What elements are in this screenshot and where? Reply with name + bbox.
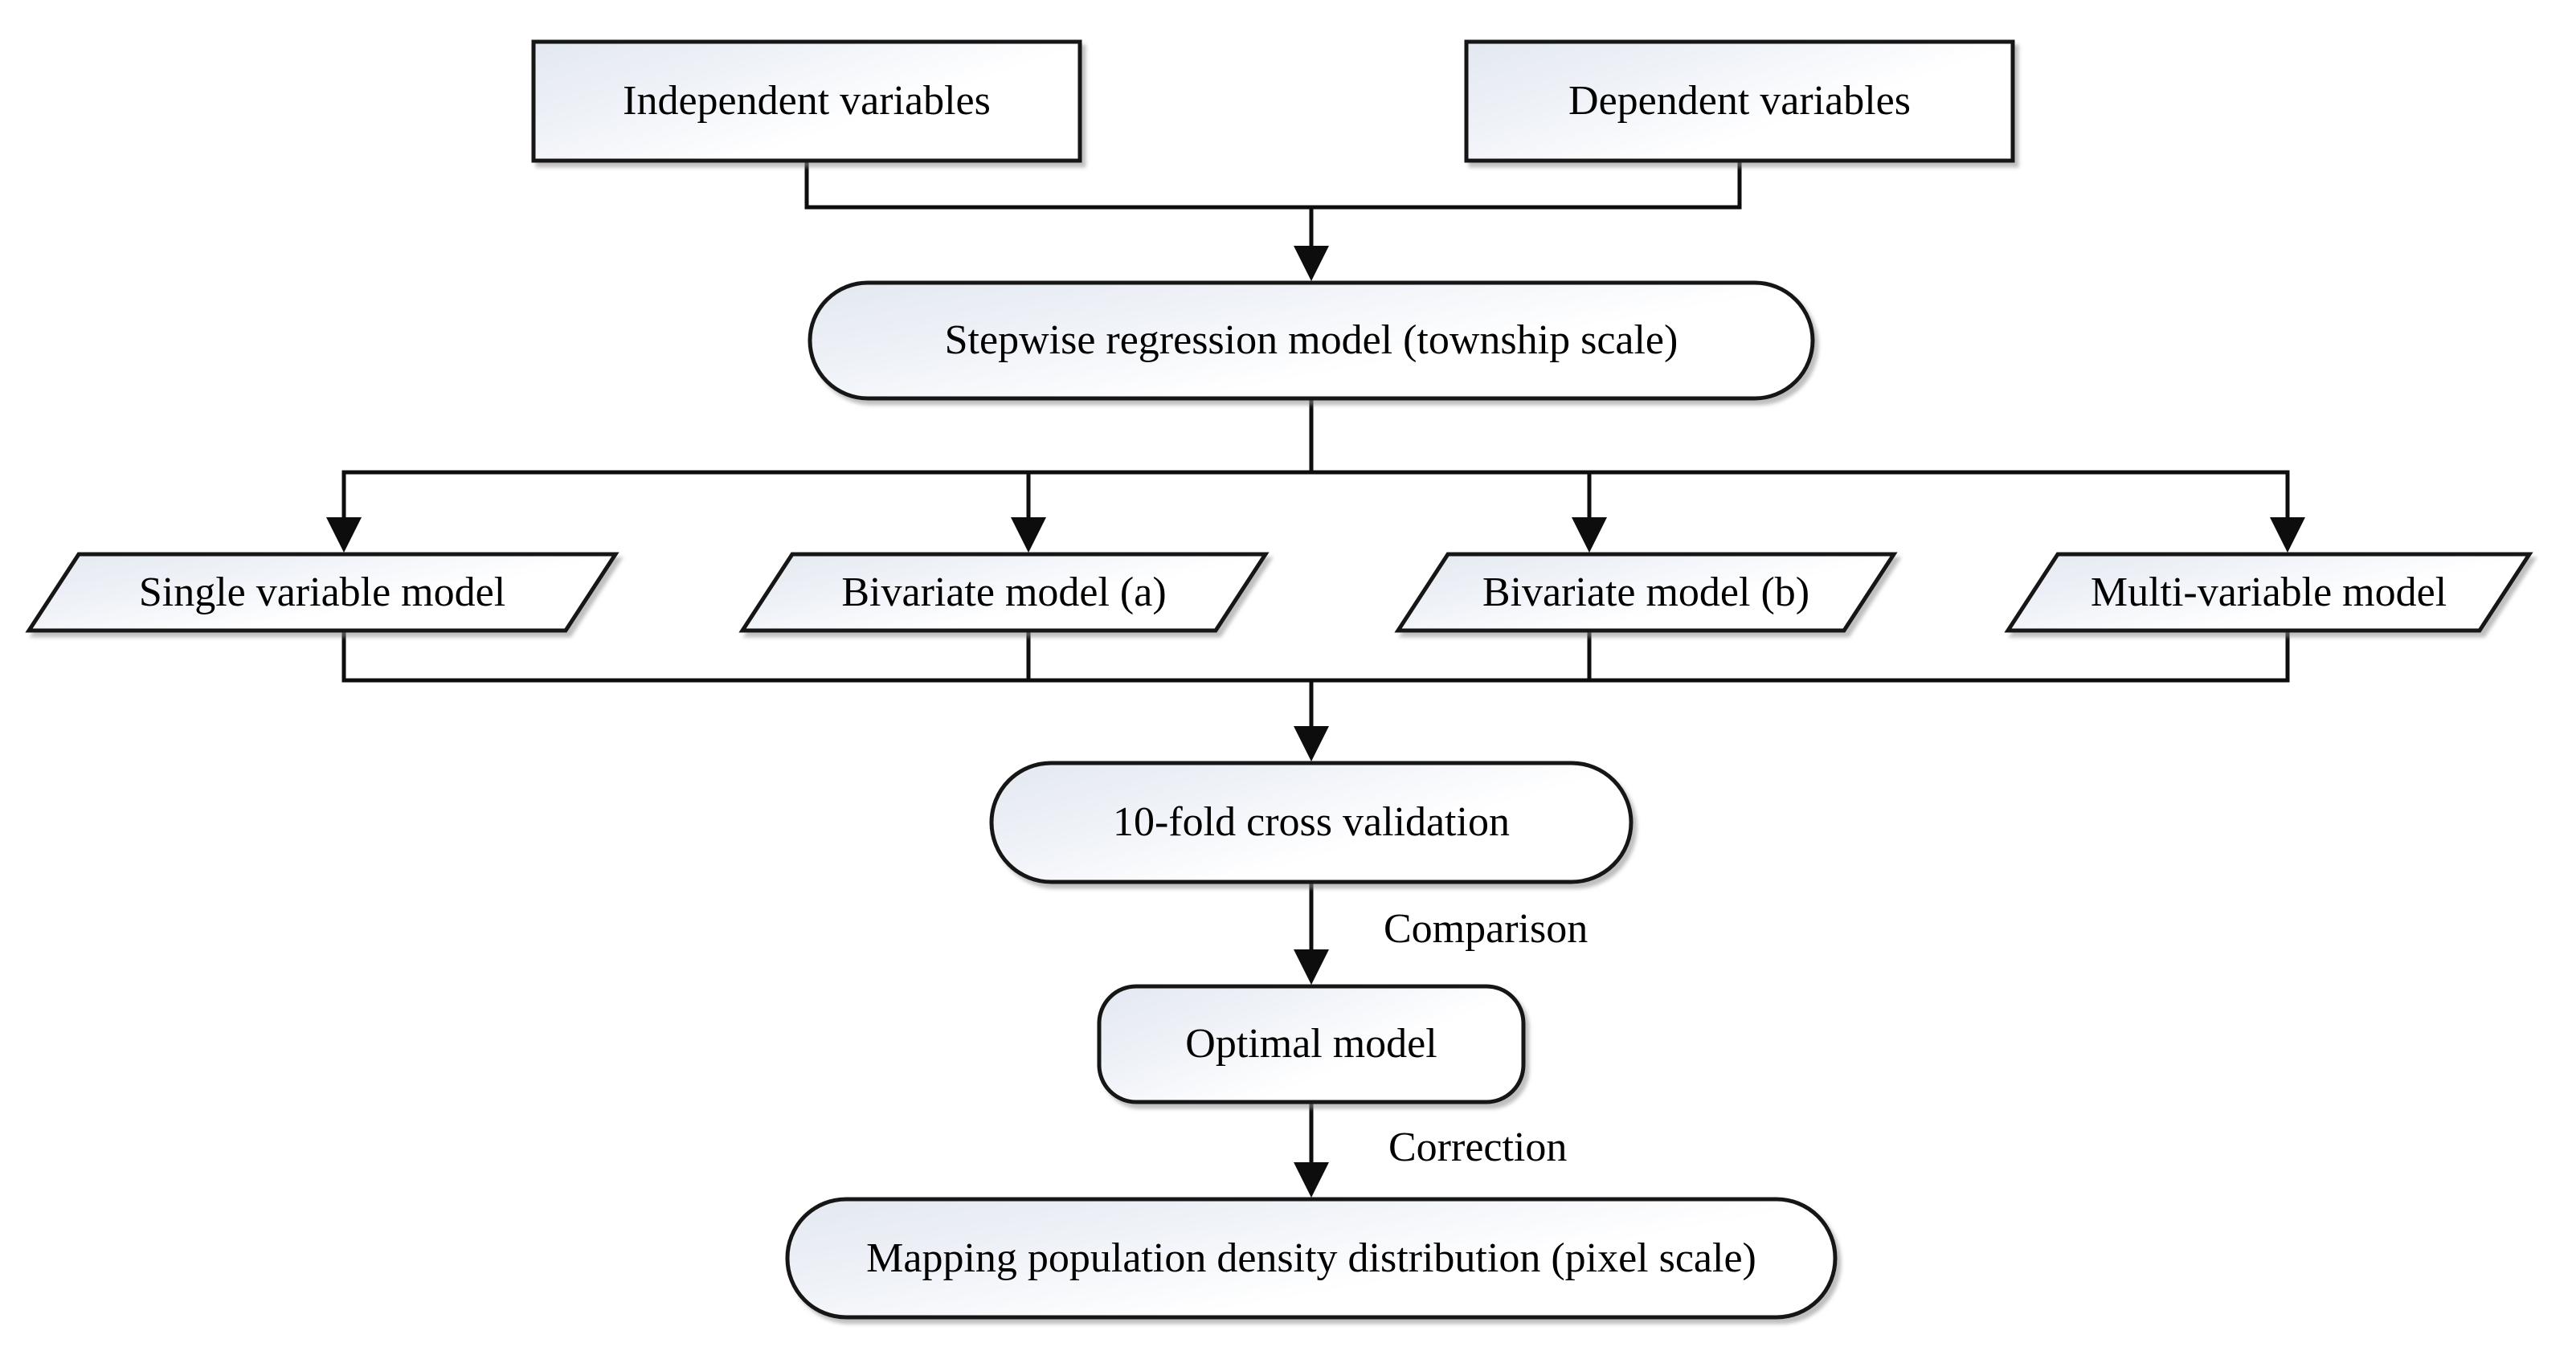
shape-single-variable-model xyxy=(25,552,619,633)
arrowheads xyxy=(326,246,2305,1198)
shape-optimal-model xyxy=(1097,984,1526,1104)
shape-bivariate-model-b xyxy=(1394,552,1898,633)
connector-lines xyxy=(341,158,2290,1171)
node-shapes xyxy=(25,39,2533,1320)
shape-bivariate-model-a xyxy=(738,552,1270,633)
shape-dependent-variables xyxy=(1464,39,2015,163)
shape-multi-variable-model xyxy=(2004,552,2533,633)
shape-mapping-population xyxy=(785,1197,1838,1320)
shape-cross-validation xyxy=(989,761,1634,884)
shape-stepwise-regression xyxy=(808,280,1815,401)
shape-independent-variables xyxy=(531,39,1082,163)
